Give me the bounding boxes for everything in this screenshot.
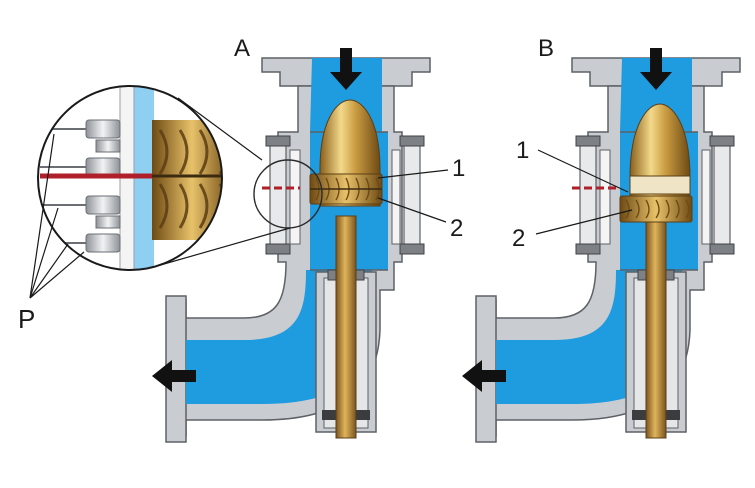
label-b-2: 2 xyxy=(512,225,525,252)
cage-b xyxy=(619,195,693,223)
detail-magnifier: P xyxy=(18,85,291,334)
bolt-icon xyxy=(85,119,121,253)
label-b-1: 1 xyxy=(516,137,529,164)
label-a-2: 2 xyxy=(450,215,463,242)
label-b: B xyxy=(538,35,554,62)
label-a-1: 1 xyxy=(452,155,465,182)
valve-a: A 1 2 xyxy=(151,35,465,443)
valve-b xyxy=(461,47,741,443)
label-p: P xyxy=(18,304,35,334)
label-a: A xyxy=(234,35,250,62)
